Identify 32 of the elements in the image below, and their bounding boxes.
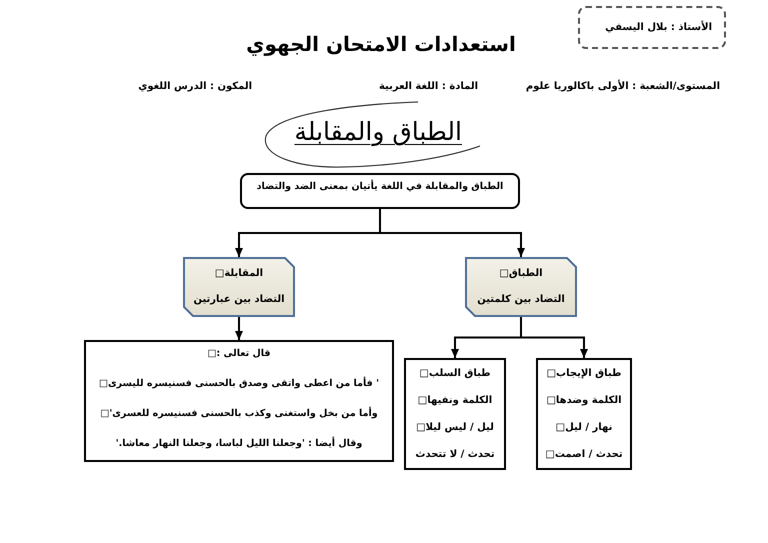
header-info: المكون : الدرس اللغوي <box>138 80 252 94</box>
quote-text: وقال أيضا : 'وجعلنا الليل لباسا، وجعلنا النهار معاشا.' <box>116 436 362 451</box>
quote-box <box>84 340 394 462</box>
header-info: المستوى/الشعبة : الأولى باكالوريا علوم <box>526 79 720 94</box>
quote-text: وأما من بخل واستغنى وكذب بالحسنى فسنيسره للعسرى'□ <box>100 406 378 421</box>
example-text: نهار / ليل□ <box>556 421 612 435</box>
category-box <box>465 257 577 317</box>
teacher-name: الأستاذ : بلال اليسفي <box>605 20 712 34</box>
definition-box <box>240 173 520 209</box>
example-text: ليل / ليس ليلا□ <box>416 421 494 435</box>
example-text: الكلمة ونفيها□ <box>418 394 492 408</box>
quote-text: ' فأما من اعطى واتقى وصدق بالحسنى فسنيسره لليسرى□ <box>98 376 379 391</box>
type-heading: طباق السلب□ <box>419 367 491 381</box>
connector-arrow <box>235 317 243 340</box>
info-card <box>578 6 726 49</box>
term-heading: الطباق□ <box>499 267 543 281</box>
page-title: استعدادات الامتحان الجهوي <box>245 31 517 58</box>
connector-arrow <box>235 209 381 257</box>
type-heading: طباق الإيجاب□ <box>546 367 622 381</box>
example-text: تحدث / لا تتحدث <box>415 448 495 462</box>
quote-intro: قال تعالى :□ <box>207 347 271 361</box>
example-box <box>404 358 506 470</box>
term-definition: التضاد بين كلمتين <box>477 293 565 307</box>
example-box <box>536 358 632 470</box>
category-box <box>183 257 295 317</box>
example-text: تحدث / اصمت□ <box>545 448 623 462</box>
term-definition: التضاد بين عبارتين <box>193 293 285 307</box>
definition-text: الطباق والمقابلة في اللغة يأتيان بمعنى الضد والتضاد <box>256 179 504 194</box>
header-info: المادة : اللغة العربية <box>378 80 478 94</box>
example-text: الكلمة وضدها□ <box>546 394 622 408</box>
term-heading: المقابلة□ <box>214 267 264 281</box>
lesson-heading: الطباق والمقابلة <box>294 116 462 148</box>
